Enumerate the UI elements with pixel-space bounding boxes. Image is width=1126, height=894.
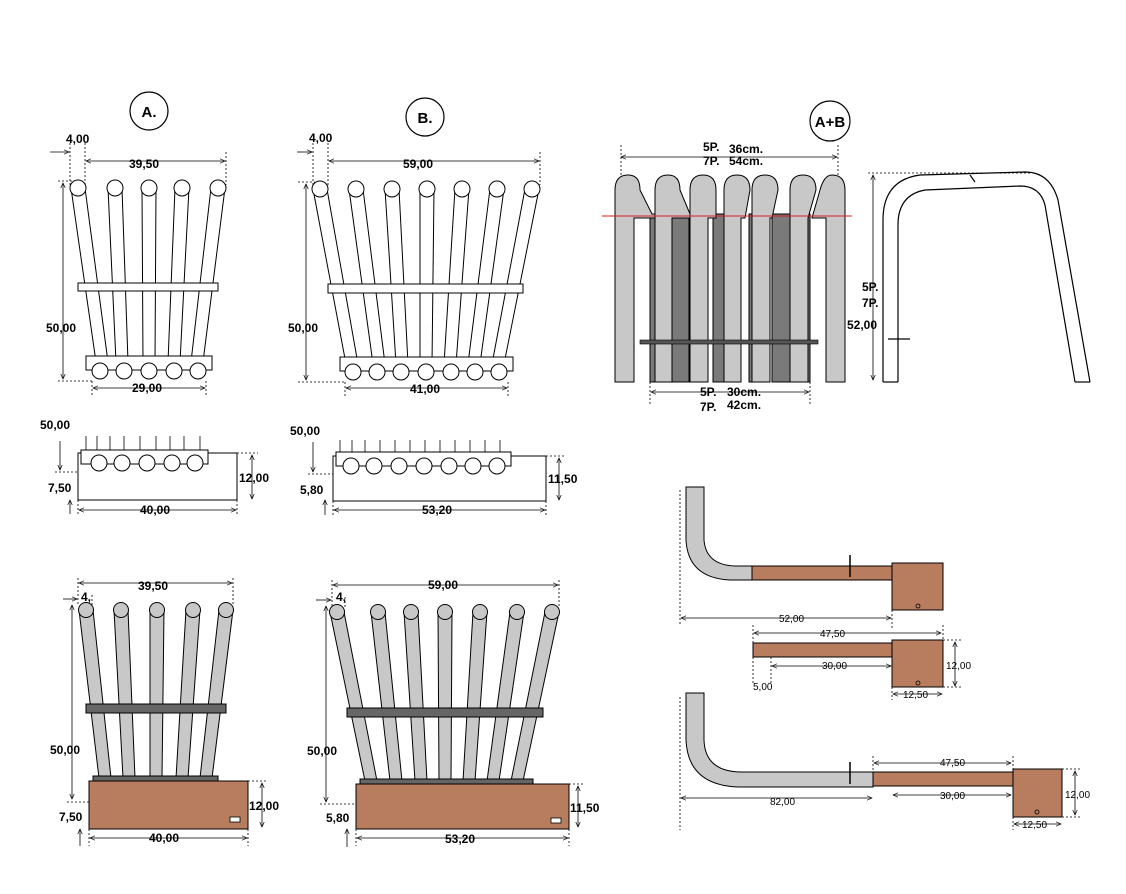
side-view-b: 50,00 5,80 11,50 53,20 [290,424,578,517]
dim-label: 53,20 [422,503,452,517]
dim-label: 30,00 [940,791,965,802]
panel-a-title: A. [142,104,157,121]
panel-ab-title: A+B [815,114,846,131]
handle-block [891,562,944,611]
tube [70,187,109,363]
ab-rod [639,339,819,345]
handle-1: 52,00 [679,486,944,628]
wood-base [88,780,249,830]
dim-label: 12,00 [239,471,269,485]
panel-b-tubes [311,180,541,381]
panel-b-title: B. [418,110,433,127]
dim-label: 4, [81,590,91,604]
render-b-tubes [329,604,560,782]
side-view-a: 50,00 7,50 12,00 40,00 [40,418,269,517]
panel-ab-title-circle [809,100,851,142]
panel-a-tubes [69,179,227,380]
ab-top-5p: 5P. [703,140,719,154]
tube [167,187,190,363]
dim-label: 7,50 [59,810,83,824]
dim-label: 41,00 [410,382,440,396]
dim-label: 50,00 [288,321,318,335]
dim-label: 40,00 [140,503,170,517]
tube [107,187,129,363]
dim-label: 30,00 [822,661,847,672]
dim-label: 4, [336,590,346,604]
dim-label: 4,00 [309,131,333,145]
dim-label: 50,00 [46,321,76,335]
dim-label: 39,50 [129,157,159,171]
dim-label: 50,00 [290,424,320,438]
dim-label: 47,50 [820,629,845,640]
dim-label: 47,50 [940,758,965,769]
dim-label: 12,00 [946,661,971,672]
crossbar [77,282,219,292]
dim-label: 50,00 [40,418,70,432]
dim-label: 59,00 [403,157,433,171]
handle-2: 47,50 82,00 30,00 12,00 12,50 [679,692,1090,831]
ab-top-7p-val: 54cm. [729,154,763,168]
dim-label: 40,00 [149,831,179,845]
handle-detail: 47,50 30,00 12,00 5,00 12,50 [752,625,971,701]
ab-side-profile [882,171,1091,383]
dim-label: 39,50 [138,579,168,593]
render-b: 59,00 4, 50,00 5,80 11,50 53,20 [307,578,600,847]
panel-b: B. 4,00 59,00 [288,97,541,396]
ab-side-5p: 5P. [862,280,878,294]
ab-bottom-5p-val: 30cm. [727,385,761,399]
dim-label: 12,00 [1065,790,1090,801]
dim-label: 4,00 [66,132,90,146]
dim-label: 29,00 [132,381,162,395]
dim-label: 12,00 [249,799,279,813]
panel-b-title-circle [405,97,445,137]
dim-label: 53,20 [445,832,475,846]
dim-label: 82,00 [770,797,795,808]
dim-label: 59,00 [428,578,458,592]
dim-label: 12,50 [1022,820,1047,831]
panel-a-title-circle [129,91,169,131]
dim-label: 7,50 [48,481,72,495]
dim-label: 11,50 [548,472,578,486]
dim-label: 5,80 [326,811,350,825]
dim-label: 12,50 [903,690,928,701]
dim-label: 5,00 [753,682,773,693]
ab-top-7p: 7P. [703,154,719,168]
tube [190,187,226,363]
render-a: 39,50 4, 50,00 7,50 12,00 40,00 [50,578,279,846]
dim-label: 11,50 [570,801,600,815]
ab-bottom-7p-val: 42cm. [727,398,761,412]
handle-rod [751,565,893,581]
dim-label: 52,00 [779,614,804,625]
ab-top-5p-val: 36cm. [729,142,763,156]
ab-side-7p: 7P. [862,296,878,310]
ab-outer-tubes [614,174,846,383]
dim-label: 50,00 [307,744,337,758]
ab-bottom-5p: 5P. [700,385,716,399]
ab-bottom-7p: 7P. [700,400,716,414]
render-a-tubes [78,602,234,779]
tube [141,187,157,363]
panel-ab: A+B 5P. 36cm. 7P. 54cm. [602,100,1091,414]
ab-side-height: 52,00 [847,318,877,332]
dim-label: 50,00 [50,743,80,757]
panel-a: A. 4,00 39,50 50, [46,91,227,395]
dim-label: 5,80 [300,483,324,497]
crossbar [85,703,227,714]
